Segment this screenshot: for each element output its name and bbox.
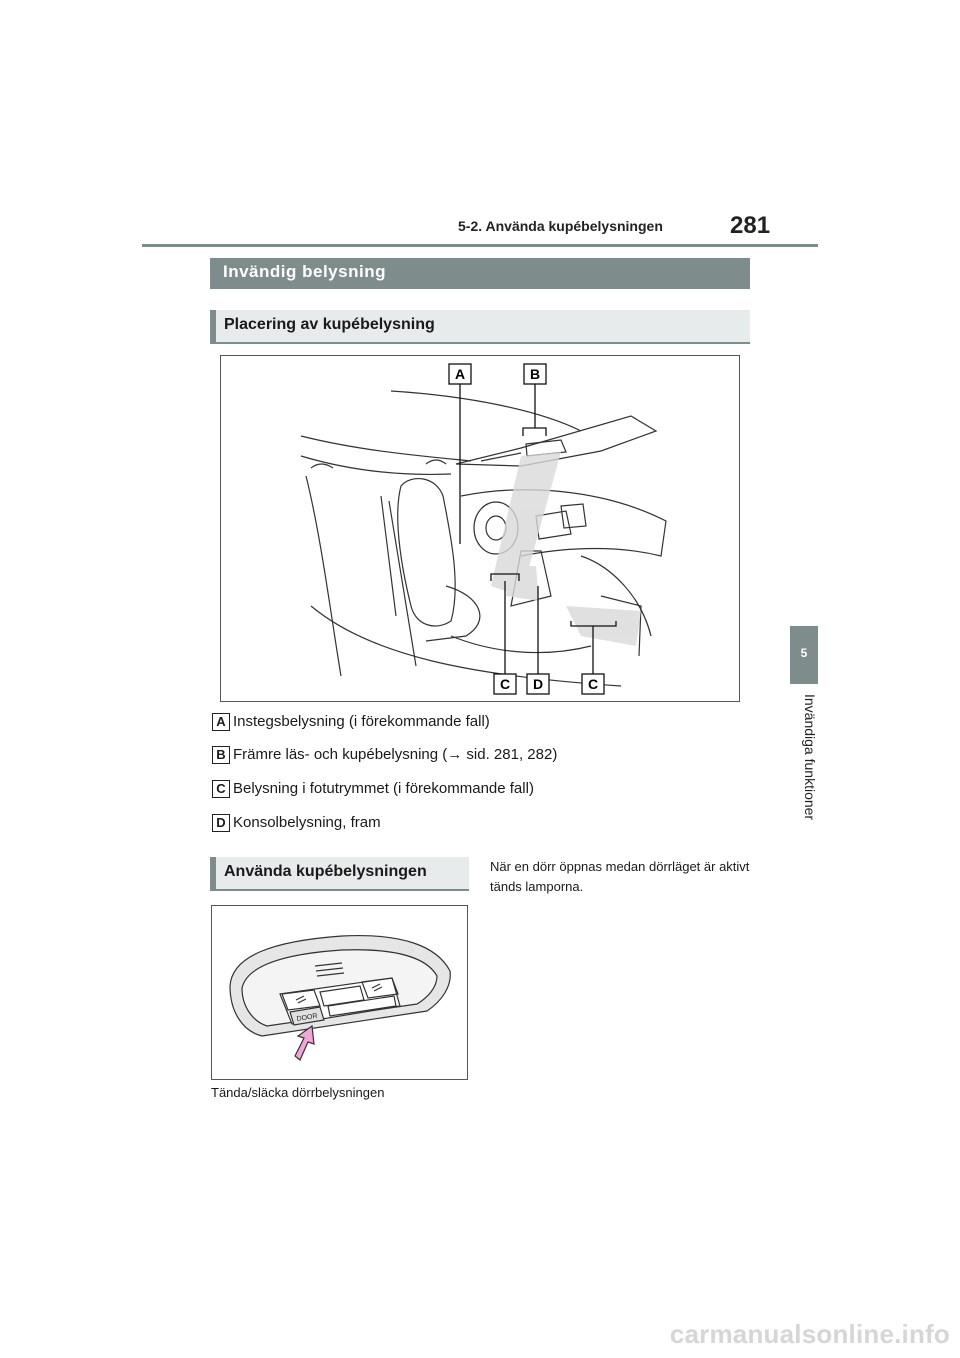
legend-key-d: D (212, 814, 230, 832)
section-heading-text: Invändig belysning (223, 262, 386, 281)
door-button-label: DOOR (296, 1013, 318, 1023)
legend-key-b: B (212, 746, 230, 764)
legend-text-a: Instegsbelysning (i förekommande fall) (233, 713, 490, 730)
subheading-usage-text: Använda kupébelysningen (224, 863, 427, 880)
watermark: carmanualsonline.info (669, 1319, 950, 1349)
usage-body-text: När en dörr öppnas medan dörrläget är ak… (490, 859, 750, 894)
subheading-placement: Placering av kupébelysning (210, 310, 750, 344)
legend-text-c: Belysning i fotutrymmet (i förekommande … (233, 780, 534, 797)
press-arrow-icon (294, 1024, 315, 1061)
interior-illustration: A B C D C (300, 363, 667, 695)
running-head: 5-2. Använda kupébelysningen (458, 218, 663, 234)
subheading-usage: Använda kupébelysningen (210, 857, 469, 891)
overhead-console-illustration: DOOR (229, 934, 451, 1061)
callout-a: A (455, 366, 465, 382)
page-number: 281 (730, 212, 771, 239)
figure-caption: Tända/släcka dörrbelysningen (211, 1085, 385, 1100)
legend-key-c: C (212, 780, 230, 798)
chapter-tab (790, 626, 818, 684)
callout-b: B (530, 366, 540, 382)
subheading-placement-text: Placering av kupébelysning (224, 316, 435, 333)
header-rule (142, 244, 818, 247)
legend-text-d: Konsolbelysning, fram (233, 814, 381, 831)
legend-key-a: A (212, 713, 230, 731)
chapter-number: 5 (800, 646, 808, 660)
door-switch-figure: DOOR (211, 905, 468, 1080)
callout-d: D (533, 676, 543, 692)
section-heading: Invändig belysning (210, 258, 750, 289)
callout-c-right: C (588, 676, 598, 692)
callout-c-left: C (500, 676, 510, 692)
chapter-label: Invändiga funktioner (802, 694, 818, 821)
interior-lighting-figure: A B C D C (220, 355, 740, 702)
legend-text-b: Främre läs- och kupébelysning (→ sid. 28… (233, 746, 558, 763)
